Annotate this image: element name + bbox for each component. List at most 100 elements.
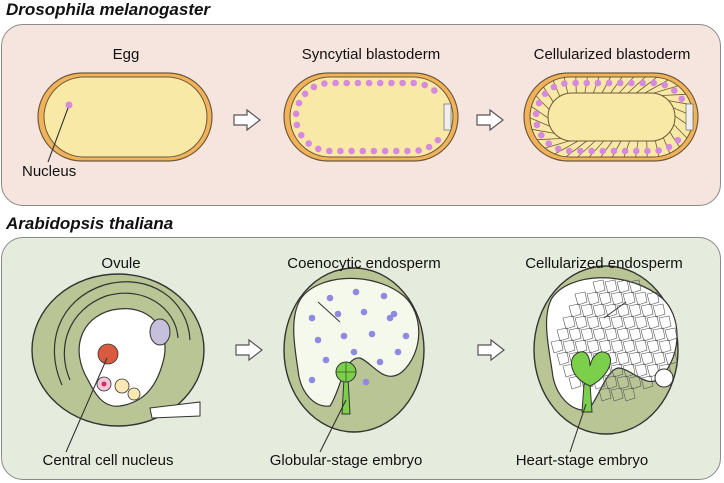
nucleus-dot <box>326 147 333 155</box>
egg-diagram <box>37 72 213 163</box>
nucleus-dot <box>678 95 685 103</box>
endosperm-nucleus-dot <box>390 310 398 318</box>
endosperm-nucleus-dot <box>368 330 376 338</box>
stage-label-cellularized-blastoderm: Cellularized blastoderm <box>533 46 691 63</box>
stage-label-egg: Egg <box>112 46 140 63</box>
endosperm-nucleus-dot <box>308 314 316 322</box>
nucleus-dot <box>332 79 339 87</box>
endosperm-nucleus-dot <box>350 348 358 356</box>
nucleus-dot <box>295 99 303 107</box>
arrow-icon-1 <box>233 109 261 131</box>
nucleus-dot <box>661 81 668 89</box>
nucleus-dot <box>354 79 362 87</box>
central-cell-nucleus-label: Central cell nucleus <box>42 452 174 469</box>
nucleus-dot <box>577 147 584 155</box>
stage-label-cellularized-endosperm: Cellularized endosperm <box>525 255 683 272</box>
arrow-icon-4 <box>477 339 505 361</box>
endosperm-nucleus-dot <box>322 356 330 364</box>
nucleus-dot <box>610 147 618 155</box>
heart-embryo-label: Heart-stage embryo <box>515 452 649 469</box>
endosperm-nucleus-dot <box>352 288 360 296</box>
endosperm-nucleus-dot <box>340 332 348 340</box>
arabidopsis-title: Arabidopsis thaliana <box>6 214 174 233</box>
nucleus-dot <box>393 147 400 155</box>
endosperm-nucleus-dot <box>308 376 316 384</box>
nucleus-dot <box>616 79 624 87</box>
nucleus-dot <box>633 147 640 155</box>
nucleus-dot <box>421 81 429 89</box>
nucleus-dot <box>628 79 635 87</box>
nucleus-dot <box>639 79 646 87</box>
endosperm-nucleus-dot <box>360 308 368 316</box>
nucleus-dot <box>644 147 651 155</box>
globular-embryo-label: Globular-stage embryo <box>269 452 423 469</box>
nucleus-dot <box>415 147 422 154</box>
endosperm-nucleus-dot <box>326 294 334 302</box>
nucleus-dot <box>671 87 678 94</box>
nucleus-dot <box>381 147 389 155</box>
nucleus-dot <box>538 131 545 139</box>
cellularized-endosperm-diagram <box>533 265 679 453</box>
cellularized-nuclei <box>532 79 685 155</box>
nucleus-dot <box>566 147 573 155</box>
nucleus-dot <box>431 87 438 94</box>
nucleus-dot <box>650 79 657 87</box>
nucleus-dot <box>399 79 406 87</box>
nucleus-dot <box>550 83 558 91</box>
nucleus-dot <box>292 110 300 118</box>
endosperm-nucleus-dot <box>394 348 402 356</box>
arrow-icon-2 <box>476 109 504 131</box>
nucleus-dot <box>343 79 351 87</box>
syncytial-blastoderm-diagram <box>283 72 459 162</box>
endosperm-nucleus-dot <box>334 310 342 318</box>
nucleus-dot <box>605 79 613 87</box>
arrow-icon-3 <box>235 339 263 361</box>
nucleus-dot <box>315 145 322 153</box>
nucleus-dot <box>572 79 579 87</box>
nucleus-dot <box>348 147 355 155</box>
endosperm-nucleus-dot <box>402 332 410 340</box>
nucleus-dot <box>541 90 549 98</box>
nucleus-dot <box>293 121 301 129</box>
nucleus-dot <box>545 140 552 147</box>
nucleus-dot <box>388 79 395 87</box>
egg-nucleus <box>65 101 73 109</box>
nucleus-dot <box>555 145 562 153</box>
nucleus-dot <box>310 83 318 91</box>
nucleus-dot <box>583 79 590 87</box>
nucleus-dot <box>410 79 418 87</box>
nucleus-dot <box>588 147 595 155</box>
endosperm-nucleus-dot <box>386 314 394 322</box>
nucleus-dot <box>561 80 568 87</box>
nucleus-dot <box>599 147 607 155</box>
nucleus-label: Nucleus <box>22 163 77 180</box>
nucleus-dot <box>535 99 543 107</box>
nucleus-dot <box>370 147 378 155</box>
drosophila-title: Drosophila melanogaster <box>6 0 211 19</box>
coenocytic-endosperm-diagram <box>283 267 425 453</box>
nucleus-dot <box>301 90 309 98</box>
ovule-diagram <box>31 273 205 453</box>
endosperm-nucleus-dot <box>362 378 370 386</box>
nucleus-dot <box>359 147 367 155</box>
endosperm-nucleus-dot <box>380 292 388 300</box>
central-cell-nucleus <box>97 343 119 365</box>
nucleus-dot <box>298 131 305 139</box>
nucleus-dot <box>655 147 662 154</box>
endosperm-nuclei <box>308 288 410 386</box>
nucleus-dot <box>337 147 344 155</box>
nucleus-dot <box>321 80 328 87</box>
nucleus-dot <box>305 140 313 147</box>
nucleus-dot <box>425 143 433 151</box>
endosperm-nucleus-dot <box>376 358 384 366</box>
nucleus-dot <box>365 79 373 87</box>
blastoderm-nuclei <box>292 79 442 155</box>
nucleus-dot <box>665 143 673 151</box>
nucleus-dot <box>621 147 629 155</box>
nucleus-dot <box>532 110 540 118</box>
stage-label-coenocytic: Coenocytic endosperm <box>287 255 441 272</box>
stage-label-syncytial: Syncytial blastoderm <box>301 46 441 63</box>
stage-label-ovule: Ovule <box>101 255 141 272</box>
nucleus-dot <box>594 79 602 87</box>
